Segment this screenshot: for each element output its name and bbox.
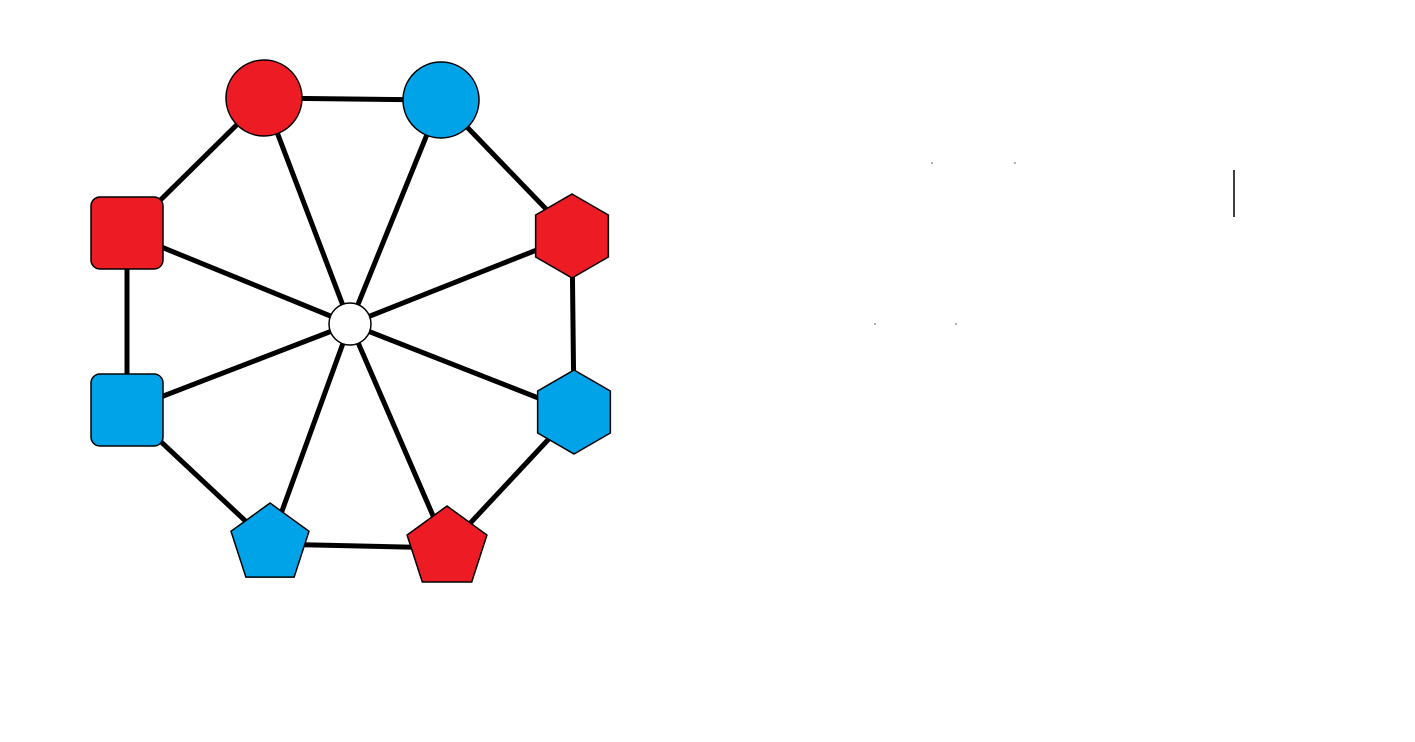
red-pentagon-node: [406, 505, 488, 583]
spoke-edge-hub-to-hexagon-blue: [349, 321, 575, 415]
nodes-layer: [90, 59, 612, 583]
blue-circle-node: [402, 61, 480, 139]
red-circle-node: [225, 59, 303, 137]
spoke-edge-hub-to-pentagon-blue: [267, 323, 353, 545]
spoke-edge-hub-to-circle-blue: [347, 99, 444, 325]
blue-hexagon-node: [536, 369, 612, 455]
stray-dot-mark: [955, 323, 957, 325]
spoke-edge-hub-to-square-red: [126, 230, 351, 327]
red-square-node: [90, 196, 164, 270]
spoke-edge-hub-to-square-blue: [126, 321, 351, 413]
blue-pentagon-node: [230, 502, 310, 578]
blue-square-node: [90, 373, 164, 447]
red-hexagon-node: [534, 193, 610, 279]
spoke-edge-hub-to-circle-red: [261, 97, 353, 325]
stray-dot-mark: [931, 162, 933, 164]
stray-marks: [874, 162, 1235, 325]
spoke-edge-hub-to-pentagon-red: [347, 323, 450, 549]
stray-dot-mark: [874, 323, 876, 325]
stray-dot-mark: [1014, 162, 1016, 164]
hub-node: [328, 302, 372, 346]
